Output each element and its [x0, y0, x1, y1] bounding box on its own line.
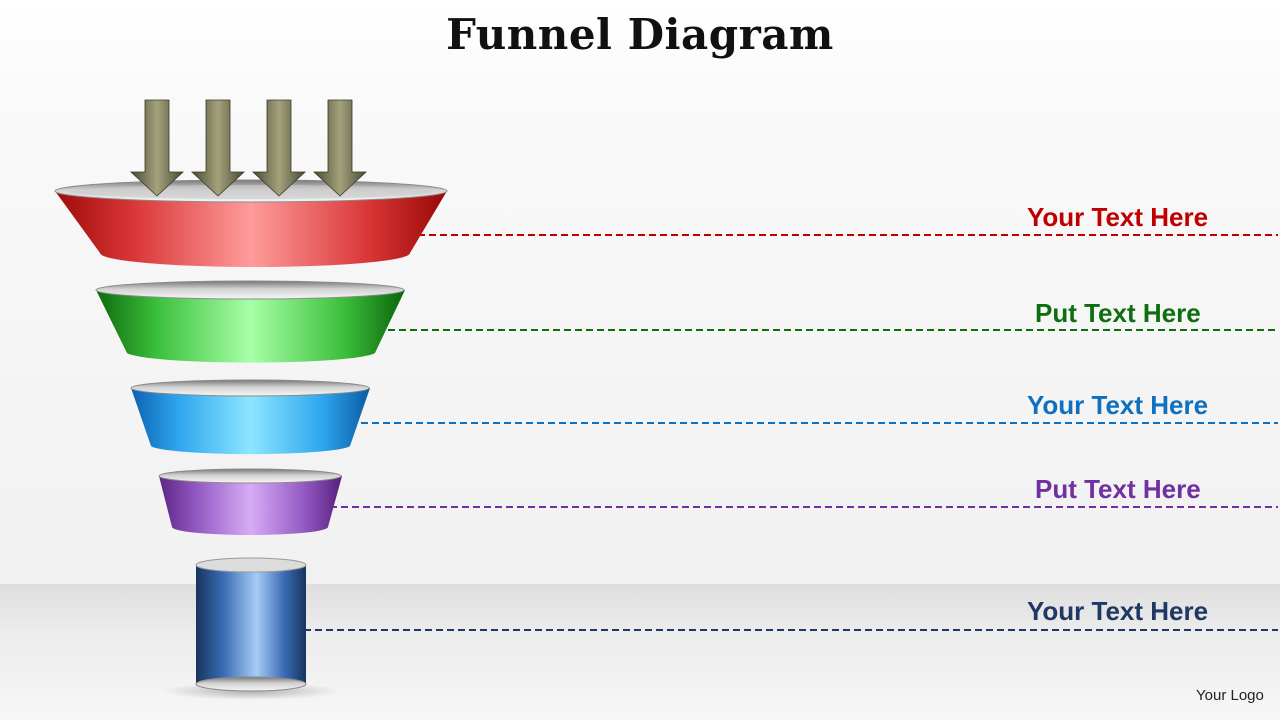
arrow-down-icon [312, 99, 368, 197]
funnel-segment-green [95, 280, 405, 363]
input-arrows [129, 99, 368, 197]
stage-label-2: Put Text Here [1035, 298, 1201, 328]
arrow-down-icon [129, 99, 185, 197]
funnel-segment-blue [130, 379, 370, 455]
stage-label-4: Put Text Here [1035, 474, 1201, 504]
funnel-segment-purple [158, 468, 342, 535]
output-cylinder [163, 557, 339, 700]
logo-text: Your Logo [1196, 687, 1264, 704]
stage-label-5: Your Text Here [1027, 596, 1209, 626]
arrow-down-icon [190, 99, 246, 197]
funnel-segment-red [54, 179, 448, 267]
page-title: Funnel Diagram [446, 10, 834, 59]
stage-label-1: Your Text Here [1027, 202, 1209, 232]
arrow-down-icon [251, 99, 307, 197]
stage-label-3: Your Text Here [1027, 390, 1209, 420]
